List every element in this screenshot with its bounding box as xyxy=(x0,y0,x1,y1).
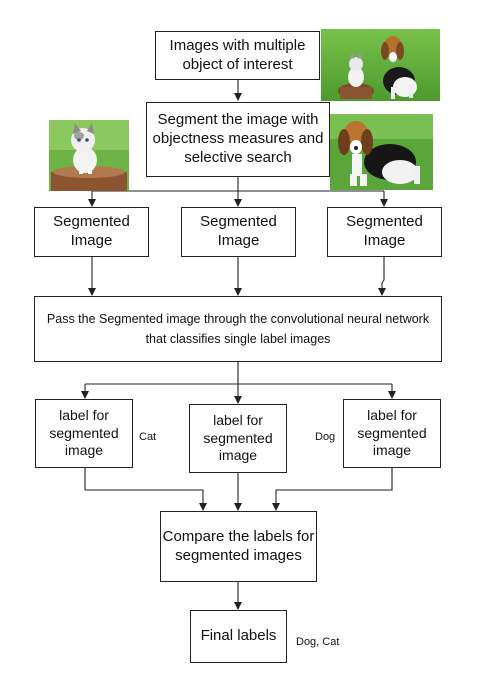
arrow-label3-compare xyxy=(272,468,393,511)
cnn-node: Pass the Segmented image through the con… xyxy=(34,296,442,362)
label-text-3: label for segmented image xyxy=(357,407,427,459)
final-labels-label: Final labels xyxy=(200,627,277,645)
segmented-image-node-1: Segmented Image xyxy=(34,207,149,257)
cat-photo xyxy=(49,120,129,191)
dog-photo xyxy=(330,114,433,190)
segment-image-node: Segment the image with objectness measur… xyxy=(146,102,330,177)
arrow-seg3-cnn xyxy=(378,257,386,296)
input-images-node: Images with multiple object of interest xyxy=(155,31,320,80)
segmented-image-label-3: Segmented Image xyxy=(346,213,423,249)
label-text-2: label for segmented image xyxy=(203,412,273,464)
segmented-image-label-2: Segmented Image xyxy=(200,213,277,249)
segmented-image-node-3: Segmented Image xyxy=(327,207,442,257)
input-images-label: Images with multiple object of interest xyxy=(169,36,306,73)
label-text-1: label for segmented image xyxy=(49,407,119,459)
arrow-label1-compare xyxy=(84,468,207,511)
label-node-1: label for segmented image xyxy=(35,399,133,468)
cat-and-dog-photo xyxy=(321,29,440,101)
compare-label: Compare the labels for segmented images xyxy=(162,527,315,564)
final-labels-node: Final labels xyxy=(190,610,287,663)
cat-tag: Cat xyxy=(139,431,157,443)
segmented-image-label-1: Segmented Image xyxy=(53,213,130,249)
label-node-3: label for segmented image xyxy=(343,399,441,468)
segmented-image-node-2: Segmented Image xyxy=(181,207,296,257)
final-tag: Dog, Cat xyxy=(296,636,340,648)
compare-node: Compare the labels for segmented images xyxy=(160,511,317,582)
label-node-2: label for segmented image xyxy=(189,404,287,473)
cnn-label: Pass the Segmented image through the con… xyxy=(46,312,430,346)
segment-image-label: Segment the image with objectness measur… xyxy=(152,111,324,166)
dog-tag: Dog xyxy=(315,431,336,443)
